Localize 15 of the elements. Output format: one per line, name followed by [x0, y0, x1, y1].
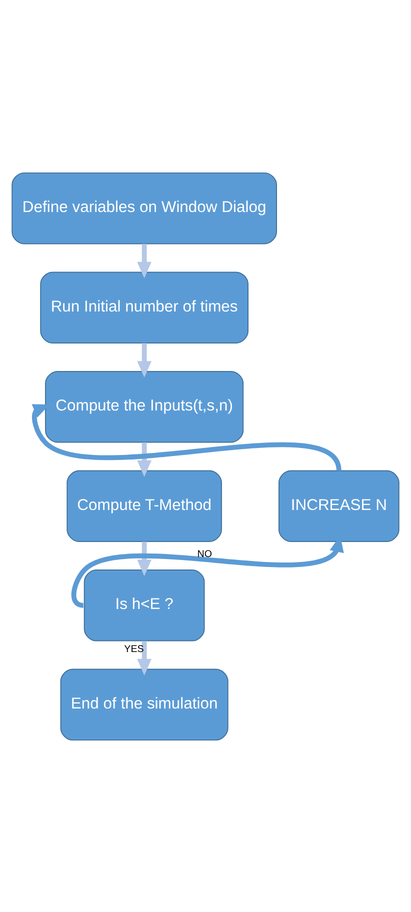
arrow — [137, 442, 152, 476]
node-box: Compute the Inputs(t,s,n) — [45, 370, 244, 442]
edge-label: YES — [124, 643, 144, 654]
arrow — [137, 342, 152, 378]
node-box: Is h<E ? — [84, 569, 205, 641]
node-box: End of the simulation — [60, 668, 228, 740]
arrow — [32, 404, 342, 472]
arrow — [137, 640, 152, 675]
node-box: INCREASE N — [278, 470, 400, 542]
node-box: Define variables on Window Dialog — [12, 172, 277, 244]
node-box: Compute T-Method — [66, 470, 222, 542]
edge-label: NO — [197, 548, 212, 560]
arrow — [137, 243, 152, 278]
node-box: Run Initial number of times — [40, 271, 248, 343]
arrow — [137, 541, 152, 576]
